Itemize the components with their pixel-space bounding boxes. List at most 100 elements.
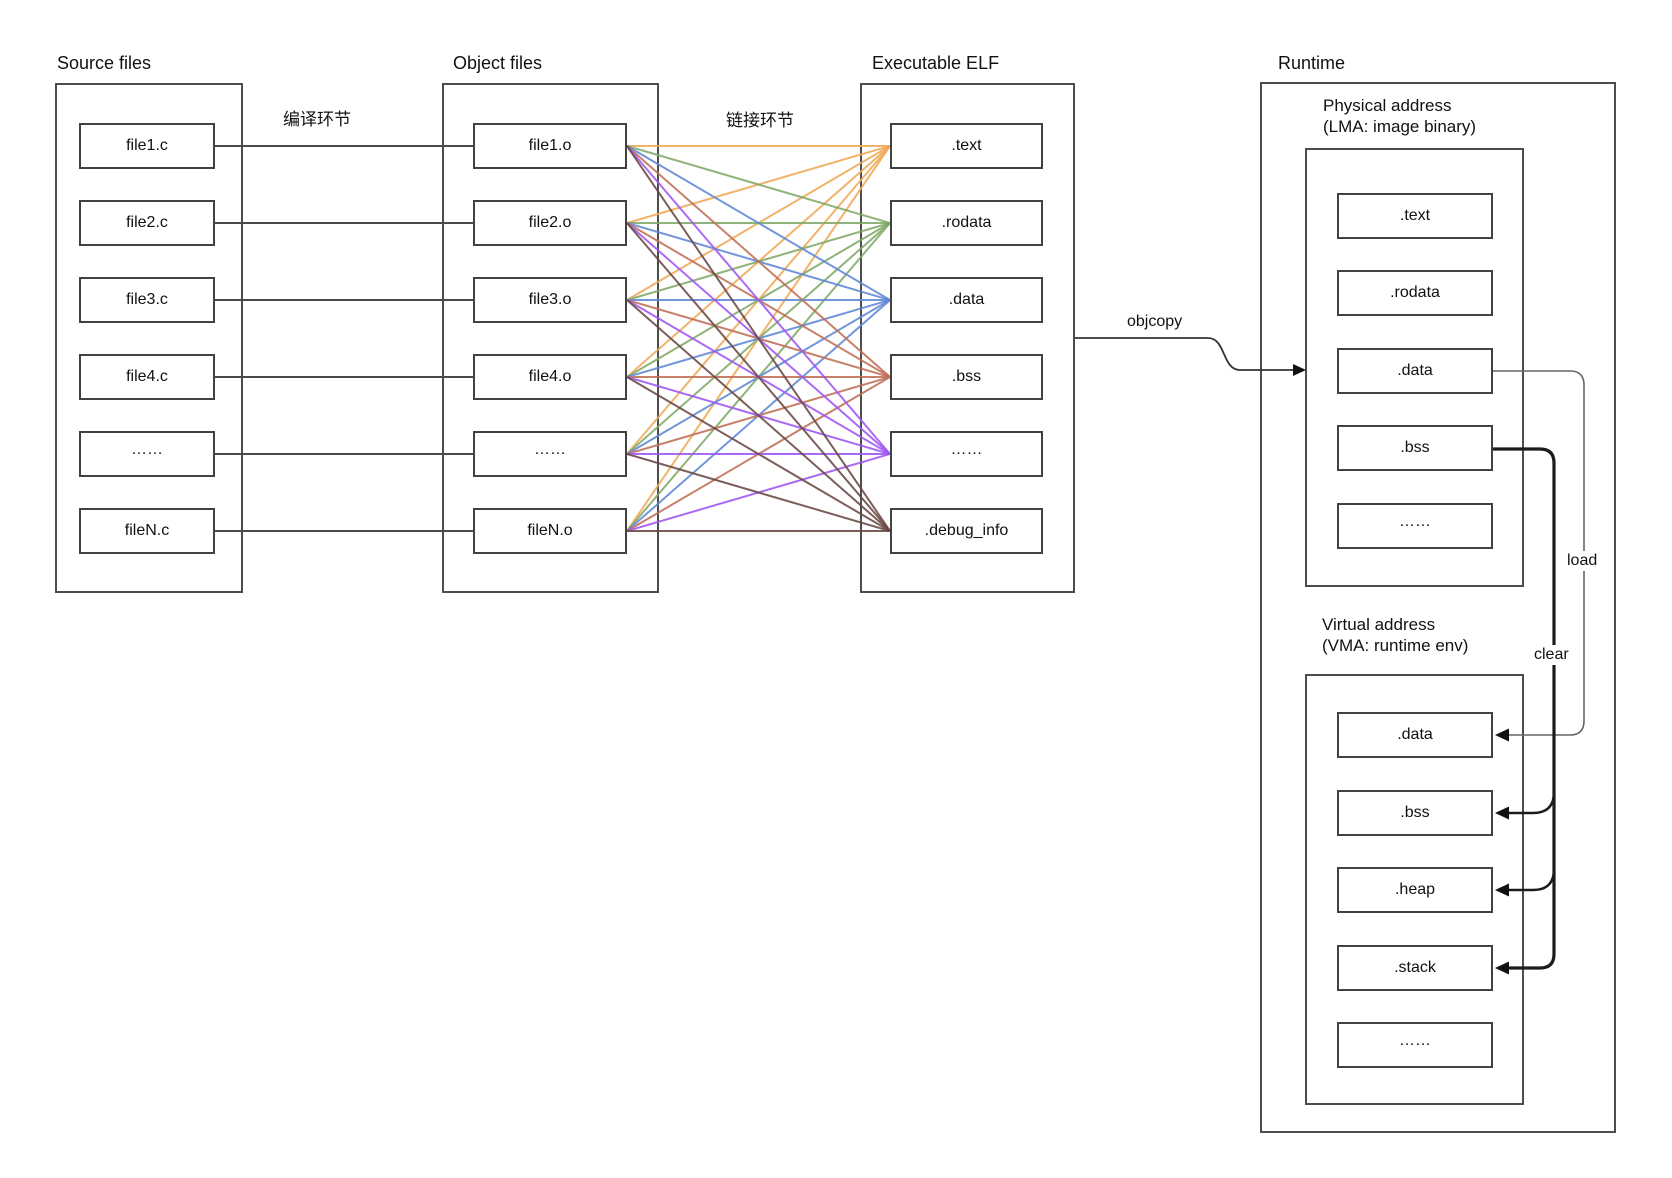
link-mesh-line: [626, 376, 891, 455]
source-file-box: ……: [79, 431, 215, 477]
lma-section-box: .data: [1337, 348, 1493, 394]
vma-section-label: .stack: [1394, 959, 1436, 976]
vma-section-box: .bss: [1337, 790, 1493, 836]
source-file-label: ……: [131, 441, 163, 458]
elf-section-label: ……: [950, 441, 983, 458]
clear-label: clear: [1531, 645, 1572, 665]
link-mesh-line: [626, 376, 891, 455]
lma-section-box: .rodata: [1337, 270, 1493, 316]
object-file-box: file2.o: [473, 200, 627, 246]
link-mesh-line: [626, 299, 891, 532]
source-file-box: file3.c: [79, 277, 215, 323]
elf-section-box: .data: [890, 277, 1043, 323]
object-file-label: file4.o: [528, 368, 572, 385]
link-mesh-line: [626, 145, 891, 532]
link-mesh-line: [626, 145, 891, 301]
link-mesh-line: [626, 299, 891, 378]
link-mesh-line: [626, 145, 891, 532]
compile-stage-label: 编译环节: [283, 110, 351, 129]
vma-section-box: .stack: [1337, 945, 1493, 991]
source-files-title: Source files: [57, 53, 152, 73]
object-file-label: file3.o: [528, 291, 572, 308]
lma-section-box: ……: [1337, 503, 1493, 549]
lma-title: Physical address (LMA: image binary): [1323, 95, 1476, 137]
object-files-title: Object files: [453, 53, 543, 73]
load-label: load: [1564, 551, 1601, 571]
link-mesh-line: [626, 222, 891, 532]
link-mesh-line: [626, 145, 891, 455]
elf-section-label: .bss: [951, 368, 982, 385]
vma-section-label: .data: [1397, 726, 1433, 743]
lma-panel: [1305, 148, 1524, 587]
vma-section-label: .bss: [1400, 804, 1430, 821]
source-file-box: file2.c: [79, 200, 215, 246]
object-file-box: ……: [473, 431, 627, 477]
link-mesh-line: [626, 222, 891, 301]
executable-elf-title: Executable ELF: [872, 53, 1000, 73]
link-mesh-line: [626, 222, 891, 378]
source-file-box: fileN.c: [79, 508, 215, 554]
source-file-label: file4.c: [126, 368, 168, 385]
elf-section-box: ……: [890, 431, 1043, 477]
link-mesh-line: [626, 145, 891, 378]
vma-section-label: .heap: [1394, 881, 1436, 898]
link-mesh-line: [626, 145, 891, 455]
vma-section-box: .heap: [1337, 867, 1493, 913]
lma-title-line2: (LMA: image binary): [1323, 117, 1477, 136]
elf-section-label: .text: [951, 137, 982, 154]
link-mesh-line: [626, 299, 891, 532]
elf-section-label: .debug_info: [924, 522, 1009, 539]
link-mesh-line: [626, 222, 891, 455]
elf-section-box: .debug_info: [890, 508, 1043, 554]
source-file-label: file1.c: [126, 137, 168, 154]
object-file-box: file3.o: [473, 277, 627, 323]
vma-section-box: .data: [1337, 712, 1493, 758]
source-file-box: file1.c: [79, 123, 215, 169]
object-file-label: ……: [534, 441, 566, 458]
lma-section-box: .bss: [1337, 425, 1493, 471]
elf-section-label: .rodata: [941, 214, 992, 231]
source-file-label: file2.c: [126, 214, 168, 231]
link-mesh-line: [626, 376, 891, 532]
link-mesh-line: [626, 145, 891, 224]
link-mesh-line: [626, 453, 891, 532]
lma-section-label: .text: [1399, 207, 1431, 224]
link-mesh-line: [626, 299, 891, 455]
link-mesh-line: [626, 145, 891, 378]
elf-section-box: .bss: [890, 354, 1043, 400]
lma-section-label: .data: [1397, 362, 1433, 379]
link-mesh-line: [626, 222, 891, 301]
link-mesh-line: [626, 222, 891, 378]
link-mesh-line: [626, 453, 891, 532]
object-file-label: file1.o: [528, 137, 572, 154]
lma-title-line1: Physical address: [1323, 96, 1452, 115]
object-file-label: file2.o: [528, 214, 572, 231]
lma-section-label: .rodata: [1390, 284, 1440, 301]
lma-section-box: .text: [1337, 193, 1493, 239]
link-mesh-line: [626, 299, 891, 378]
object-file-box: file1.o: [473, 123, 627, 169]
object-file-label: fileN.o: [527, 522, 573, 539]
link-mesh-line: [626, 145, 891, 224]
link-mesh-line: [626, 222, 891, 455]
vma-section-label: ……: [1399, 1032, 1431, 1049]
objcopy-label: objcopy: [1127, 313, 1183, 330]
source-file-box: file4.c: [79, 354, 215, 400]
runtime-panel: [1260, 82, 1616, 1133]
object-file-box: file4.o: [473, 354, 627, 400]
link-mesh-line: [626, 299, 891, 455]
link-mesh-line: [626, 222, 891, 532]
link-mesh-line: [626, 376, 891, 532]
elf-section-box: .text: [890, 123, 1043, 169]
elf-section-label: .data: [948, 291, 985, 308]
object-file-box: fileN.o: [473, 508, 627, 554]
source-files-panel: [55, 83, 243, 593]
runtime-title: Runtime: [1278, 53, 1346, 73]
source-file-label: fileN.c: [124, 522, 170, 539]
lma-section-label: .bss: [1400, 439, 1430, 456]
source-file-label: file3.c: [126, 291, 168, 308]
vma-title-line1: Virtual address: [1322, 615, 1436, 634]
lma-section-label: ……: [1399, 513, 1431, 530]
elf-section-box: .rodata: [890, 200, 1043, 246]
vma-title-line2: (VMA: runtime env): [1322, 636, 1469, 655]
